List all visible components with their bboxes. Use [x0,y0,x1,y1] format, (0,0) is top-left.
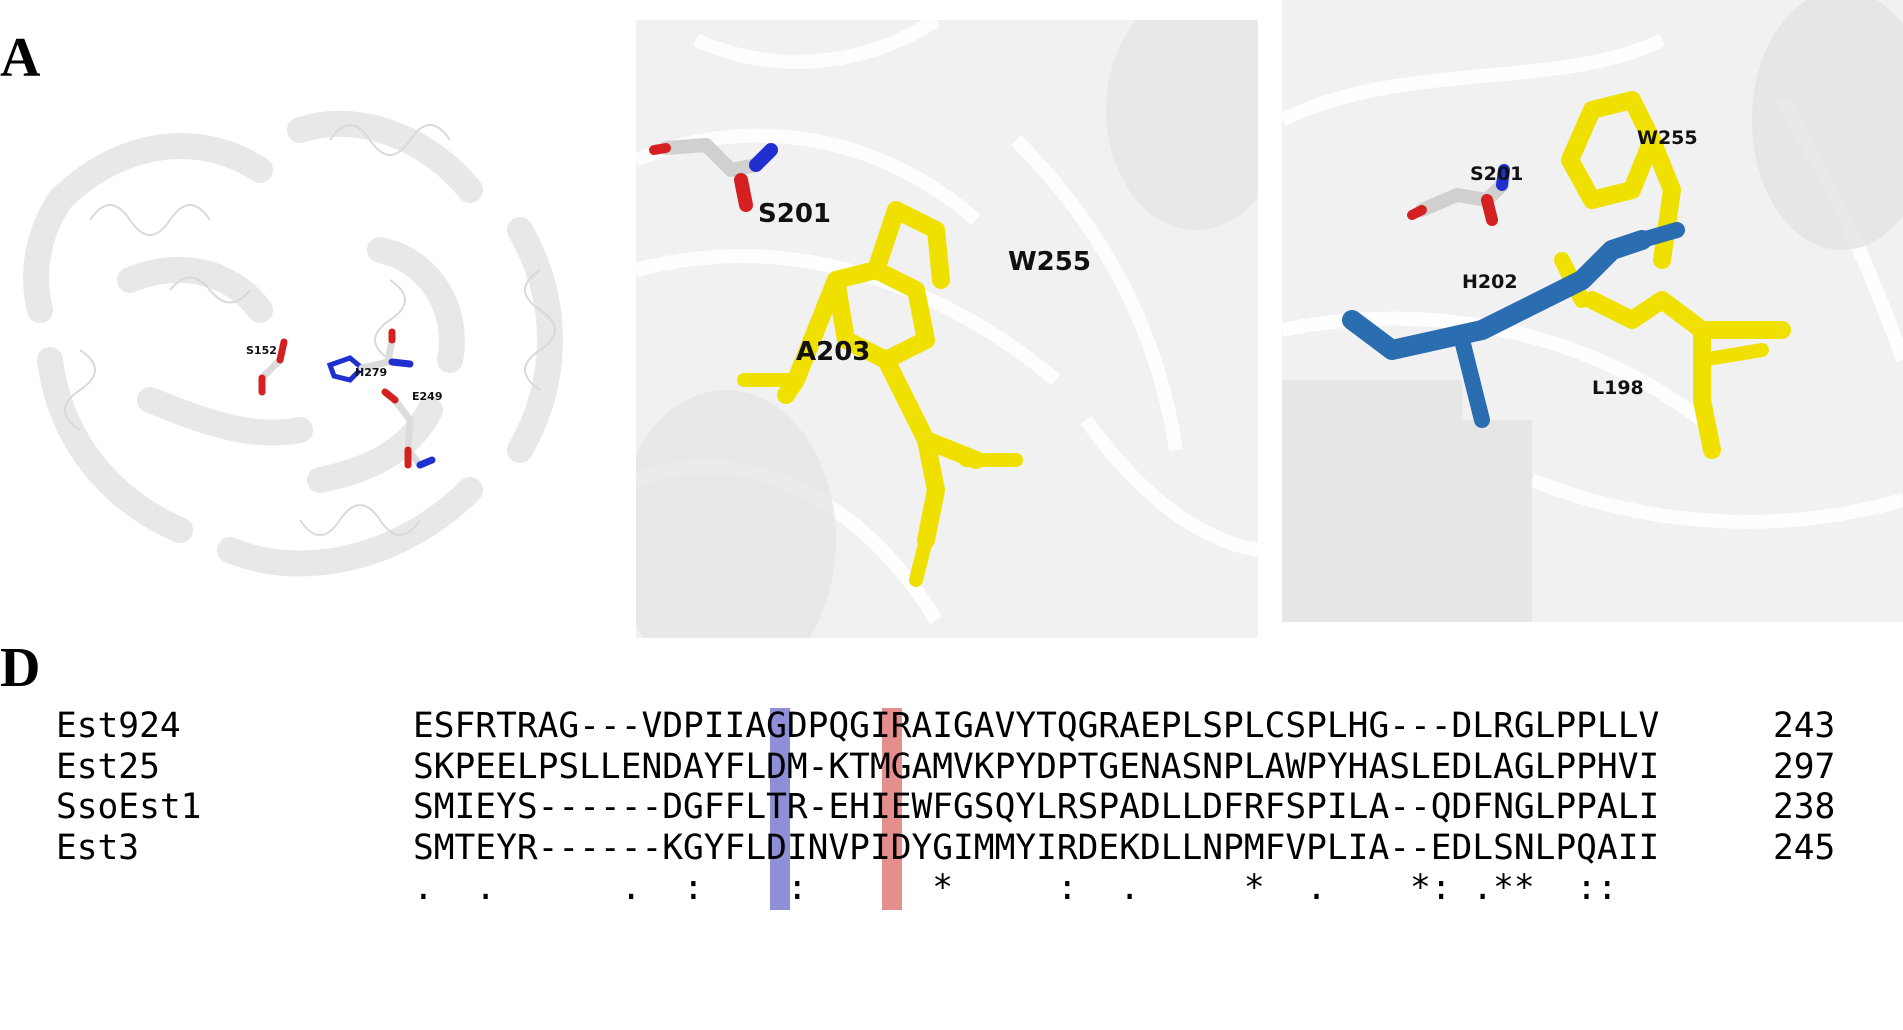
conservation-row: . . . : : * : . * . *: .** :: [56,868,1618,909]
sequence-residues: SMTEYR------KGYFLDINVPIDYGIMMYIRDEKDLLNP… [413,827,1660,868]
panel-a-structure: S152 H279 E249 [0,20,620,600]
sequence-alignment: Est924 ESFRTRAG---VDPIIAGDPQGIRAIGAVYTQG… [56,706,1835,909]
alignment-row: Est924 ESFRTRAG---VDPIIAGDPQGIRAIGAVYTQG… [56,706,1835,747]
sequence-residues: SKPEELPSLLENDAYFLDM-KTMGAMVKPYDPTGENASNP… [413,746,1660,787]
sequence-end-number: 245 [1773,827,1836,868]
label-s152: S152 [246,344,277,357]
panel-letter-d: D [0,637,41,699]
alignment-row: Est3 SMTEYR------KGYFLDINVPIDYGIMMYIRDEK… [56,827,1835,869]
label-s201-c: S201 [1470,163,1523,185]
alignment-row: Est25 SKPEELPSLLENDAYFLDM-KTMGAMVKPYDPTG… [56,747,1835,788]
label-w255-b: W255 [1008,247,1091,277]
label-l198-c: L198 [1592,377,1644,399]
label-e249: E249 [412,390,442,403]
label-h202-c: H202 [1462,271,1518,293]
sequence-residues: SMIEYS------DGFFLTR-EHIEWFGSQYLRSPADLLDF… [413,787,1660,827]
label-w255-c: W255 [1637,127,1698,149]
sequence-name: Est3 [56,827,140,868]
label-a203-b: A203 [796,337,870,367]
alignment-row: SsoEst1 SMIEYS------DGFFLTR-EHIEWFGSQYLR… [56,787,1835,828]
highlight-column-red [882,708,902,910]
label-s201-b: S201 [758,199,831,229]
sequence-end-number: 297 [1773,746,1836,787]
sequence-name: SsoEst1 [56,787,202,827]
sequence-end-number: 238 [1773,787,1836,827]
sequence-name: Est924 [56,706,181,746]
sequence-residues: ESFRTRAG---VDPIIAGDPQGIRAIGAVYTQGRAEPLSP… [413,706,1660,746]
panel-b-active-site: S201 W255 A203 [636,20,1258,638]
label-h279: H279 [355,366,387,379]
sequence-end-number: 243 [1773,706,1836,746]
panel-letter-a: A [0,27,41,89]
panel-c-active-site: S201 W255 H202 L198 [1282,0,1903,622]
sequence-name: Est25 [56,746,160,787]
conservation-symbols: . . . : : * : . * . *: .** :: [413,868,1618,908]
highlight-column-blue [770,708,790,910]
